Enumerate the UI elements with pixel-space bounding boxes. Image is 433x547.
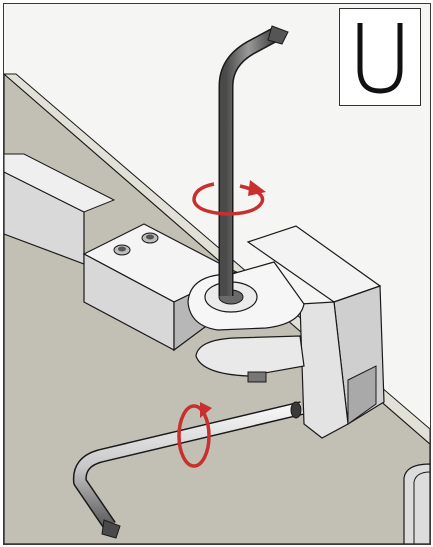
hinge-upper-plate	[187, 261, 305, 331]
socket-screw-1	[113, 244, 131, 256]
rotate-arrow-icon	[192, 180, 266, 216]
hex-key-vertical-icon	[218, 25, 289, 296]
step-letter-u-icon	[357, 23, 403, 94]
hex-key-horizontal-icon	[72, 401, 304, 539]
hinge-lower-plate	[195, 335, 305, 383]
edge-bracket	[246, 225, 385, 439]
socket-screw-2	[141, 232, 159, 244]
step-label-box: U	[339, 8, 421, 106]
cylinder-part	[403, 463, 430, 544]
rotate-arrow-icon	[177, 402, 212, 468]
step-label-text: U	[420, 9, 421, 10]
